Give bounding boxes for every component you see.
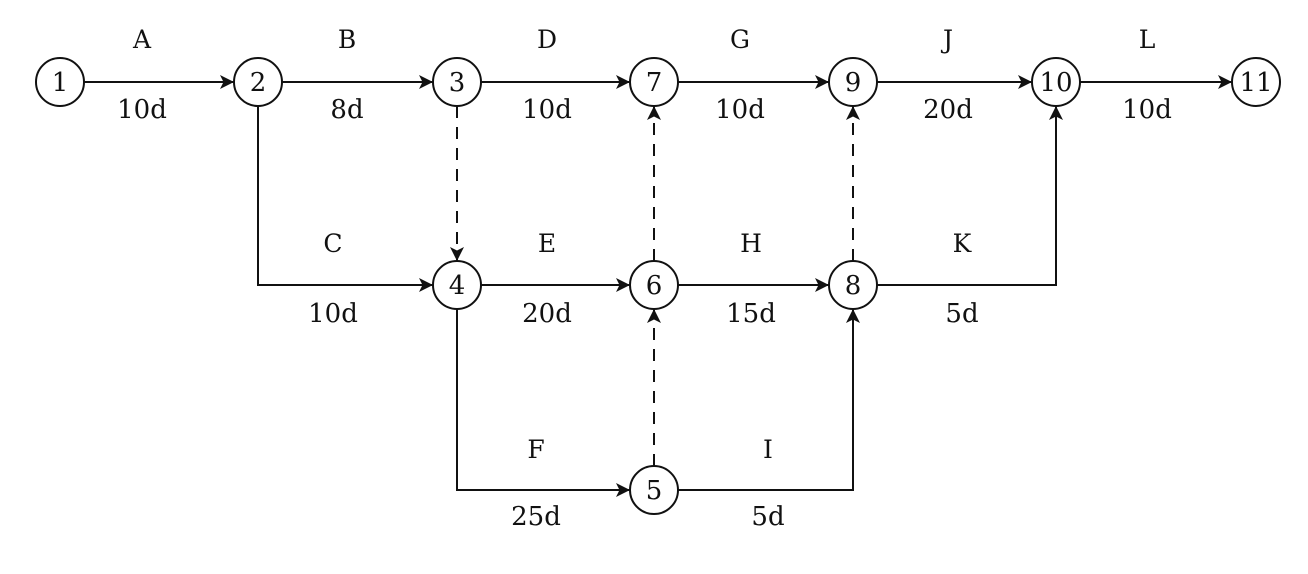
- activity-name-k: K: [953, 229, 973, 258]
- event-node-5: 5: [629, 465, 679, 515]
- event-node-3: 3: [432, 57, 482, 107]
- event-node-2: 2: [233, 57, 283, 107]
- activity-duration-g: 10d: [715, 95, 765, 125]
- event-node-circle: [828, 57, 878, 107]
- event-node-label: 9: [845, 68, 862, 98]
- activity-duration-k: 5d: [945, 299, 978, 329]
- event-node-8: 8: [828, 260, 878, 310]
- event-node-circle: [233, 57, 283, 107]
- event-node-circle: [629, 465, 679, 515]
- activity-duration-i: 5d: [751, 502, 784, 532]
- nodes-layer: 1 2 3 4 5 6 7 8 9 10 11: [35, 57, 1281, 515]
- activity-name-f: F: [527, 435, 544, 464]
- event-node-label: 11: [1239, 68, 1272, 98]
- activity-name-e: E: [538, 229, 556, 258]
- event-node-label: 1: [52, 68, 69, 98]
- event-node-1: 1: [35, 57, 85, 107]
- event-node-label: 10: [1039, 68, 1072, 98]
- activity-duration-d: 10d: [522, 95, 572, 125]
- event-node-10: 10: [1031, 57, 1081, 107]
- event-node-circle: [432, 260, 482, 310]
- activity-name-g: G: [730, 25, 750, 54]
- event-node-9: 9: [828, 57, 878, 107]
- activity-name-i: I: [763, 435, 773, 464]
- event-node-7: 7: [629, 57, 679, 107]
- event-node-circle: [432, 57, 482, 107]
- activity-arrow-c: [257, 106, 433, 292]
- event-node-4: 4: [432, 260, 482, 310]
- event-node-circle: [35, 57, 85, 107]
- activity-duration-a: 10d: [117, 95, 167, 125]
- activity-duration-f: 25d: [511, 502, 561, 532]
- activity-duration-c: 10d: [308, 299, 358, 329]
- activity-name-d: D: [537, 25, 557, 54]
- activity-duration-j: 20d: [923, 95, 973, 125]
- activity-duration-b: 8d: [330, 95, 363, 125]
- event-node-label: 2: [250, 68, 267, 98]
- event-node-6: 6: [629, 260, 679, 310]
- activity-name-j: J: [940, 25, 953, 54]
- event-node-circle: [828, 260, 878, 310]
- activity-arrow-i: [678, 309, 860, 491]
- labels-layer: A10dB8dD10dG10dJ20dL10dC10dE20dH15dK5dF2…: [117, 25, 1172, 532]
- activity-name-h: H: [740, 229, 762, 258]
- event-node-label: 6: [646, 271, 663, 301]
- event-node-label: 7: [646, 68, 663, 98]
- event-node-circle: [1231, 57, 1281, 107]
- event-node-label: 5: [646, 476, 663, 506]
- event-node-11: 11: [1231, 57, 1281, 107]
- activity-arrow-k: [877, 106, 1063, 286]
- event-node-label: 8: [845, 271, 862, 301]
- activity-name-c: C: [323, 229, 342, 258]
- activity-arrow-f: [456, 309, 630, 497]
- edges-layer: [84, 75, 1232, 497]
- activity-name-b: B: [338, 25, 356, 54]
- event-node-circle: [629, 260, 679, 310]
- activity-name-a: A: [132, 25, 152, 54]
- event-node-label: 3: [449, 68, 466, 98]
- event-node-circle: [629, 57, 679, 107]
- event-node-label: 4: [449, 271, 466, 301]
- activity-duration-h: 15d: [726, 299, 776, 329]
- activity-duration-e: 20d: [522, 299, 572, 329]
- activity-duration-l: 10d: [1122, 95, 1172, 125]
- activity-name-l: L: [1139, 25, 1156, 54]
- event-node-circle: [1031, 57, 1081, 107]
